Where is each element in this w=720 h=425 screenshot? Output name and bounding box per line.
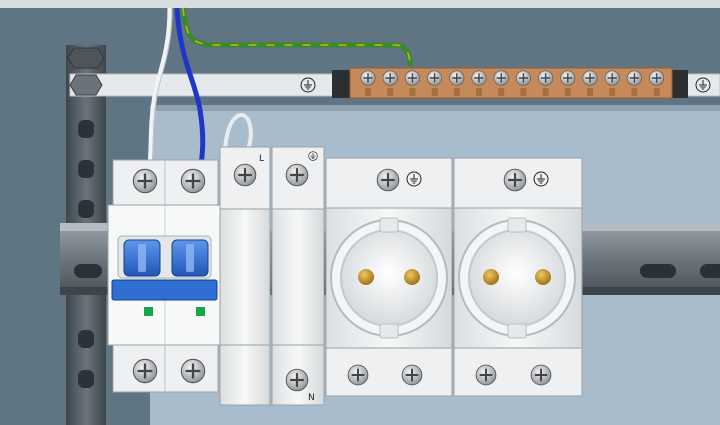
breaker-top-screw-right-icon [180, 168, 206, 194]
terminal-n-top-screw-icon [285, 163, 309, 187]
din-rail-slots [74, 264, 720, 278]
terminal-l-screw-icon [233, 163, 257, 187]
socket-1-pin-left [358, 269, 374, 285]
busbar-terminal-tab [409, 88, 416, 96]
busbar-screw-icon [537, 70, 554, 86]
socket-2-bottom-screw-left-icon [475, 364, 497, 386]
breaker-top-screw-left-icon [132, 168, 158, 194]
terminal-n-bottom-screw-icon [285, 368, 309, 392]
busbar-screw-icon [448, 70, 465, 86]
support-left-nut [69, 74, 103, 96]
label-neutral: N [308, 393, 315, 403]
busbar-terminals [360, 70, 665, 96]
earth-bar-end-block-right [672, 70, 688, 98]
busbar-terminal-tab [520, 88, 527, 96]
terminal-block-l: L [219, 146, 271, 406]
busbar-terminal-tab [387, 88, 394, 96]
breaker-handle-bar [111, 279, 218, 301]
busbar-screw-icon [626, 70, 643, 86]
schuko-socket-1-icon[interactable] [330, 217, 448, 339]
circuit-breaker [107, 159, 224, 393]
wire-white-outline [151, 7, 173, 166]
busbar-screw-icon [382, 70, 399, 86]
busbar-terminal-tab [365, 88, 371, 96]
busbar-screw-icon [582, 70, 598, 86]
breaker-indicator-left [144, 307, 153, 316]
busbar-terminal-tab [498, 88, 505, 96]
busbar-screw-icon [559, 70, 576, 86]
schuko-socket-2-icon[interactable] [458, 217, 576, 339]
busbar-screw-icon [648, 70, 665, 86]
busbar-terminal-tab [453, 88, 460, 96]
socket-module-1 [325, 157, 453, 397]
label-line: L [259, 154, 264, 164]
busbar-screw-icon [471, 70, 487, 86]
busbar-terminal-tab [587, 88, 593, 96]
socket-2-top-screw-icon [503, 168, 527, 192]
busbar-screw-icon [604, 70, 621, 86]
busbar-terminal-tab [631, 88, 638, 96]
busbar-terminal-tab [564, 88, 571, 96]
vertical-rail-nut [67, 47, 105, 69]
mounting-plate-shadow [150, 105, 720, 111]
top-edge-strip [0, 0, 720, 8]
breaker-bottom-screw-left-icon [132, 358, 158, 384]
breaker-indicator-right [196, 307, 205, 316]
wire-blue [174, 7, 206, 166]
busbar-screw-icon [493, 70, 510, 86]
earth-bar-end-block-left [332, 70, 350, 98]
vertical-rail-slots [78, 120, 94, 388]
socket-2-pin-right [535, 269, 551, 285]
socket-1-bottom-screw-right-icon [401, 364, 423, 386]
earth-bus-bar [349, 67, 673, 99]
busbar-screw-icon [360, 70, 376, 86]
socket-2-bottom-screw-right-icon [530, 364, 552, 386]
busbar-terminal-tab [476, 88, 482, 96]
busbar-screw-icon [426, 70, 443, 86]
busbar-terminal-tab [609, 88, 616, 96]
socket-1-pin-right [404, 269, 420, 285]
socket-2-pin-left [483, 269, 499, 285]
busbar-screw-icon [515, 70, 532, 86]
socket-module-2 [453, 157, 583, 397]
socket-1-top-screw-icon [376, 168, 400, 192]
breaker-bottom-screw-right-icon [180, 358, 206, 384]
wire-green-yellow-stripe [182, 7, 411, 67]
socket-1-bottom-screw-left-icon [347, 364, 369, 386]
busbar-screw-icon [404, 70, 421, 86]
busbar-terminal-tab [653, 88, 660, 96]
terminal-block-n: N [271, 146, 325, 406]
busbar-terminal-tab [431, 88, 438, 96]
wire-white [147, 7, 173, 166]
busbar-terminal-tab [542, 88, 549, 96]
